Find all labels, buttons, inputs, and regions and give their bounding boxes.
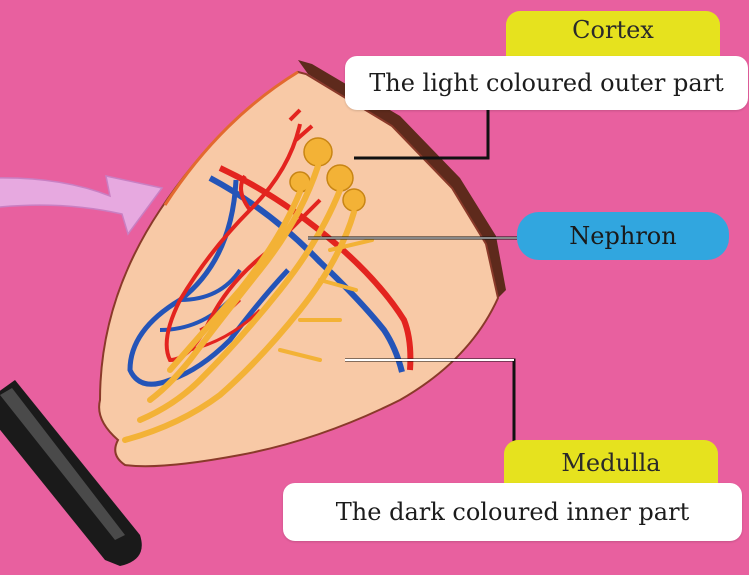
cortex-description: The light coloured outer part [369, 69, 724, 97]
nephron-label-pill: Nephron [517, 212, 729, 260]
cortex-description-box: The light coloured outer part [345, 56, 748, 110]
medulla-title: Medulla [561, 449, 660, 477]
kidney-wedge [99, 60, 506, 466]
nephron-title: Nephron [569, 222, 676, 250]
medulla-description: The dark coloured inner part [336, 498, 689, 526]
medulla-description-box: The dark coloured inner part [283, 483, 742, 541]
curved-arrow-icon [0, 176, 162, 234]
cortex-title: Cortex [572, 16, 654, 44]
